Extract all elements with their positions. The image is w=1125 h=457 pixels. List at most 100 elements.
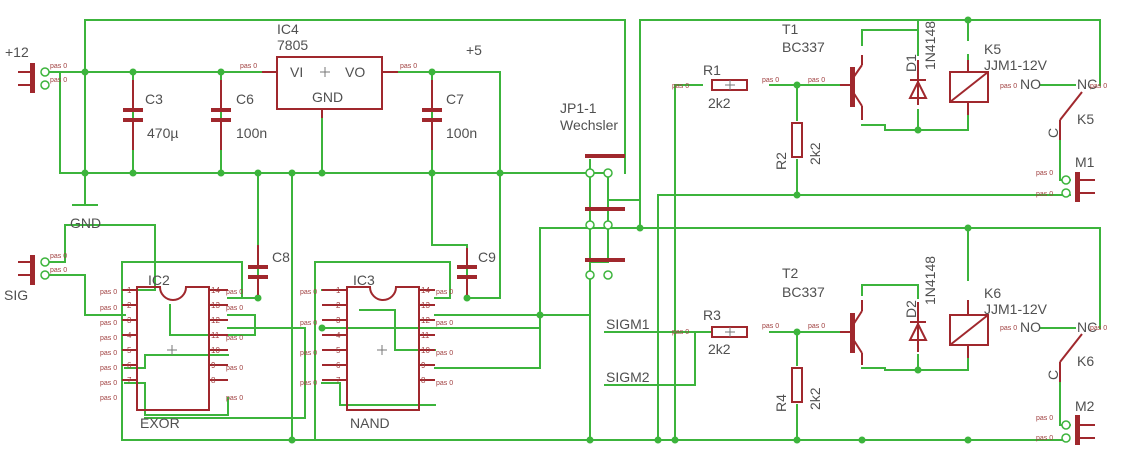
ic3-pin-3: 3 [336, 316, 341, 325]
c6-value: 100n [236, 125, 267, 141]
pad-label: pas 0 [50, 253, 67, 260]
pad-label: pas 0 [1090, 83, 1107, 90]
pad-label: pas 0 [436, 380, 453, 387]
k5-coil-label: K5 [1077, 111, 1094, 127]
sig-connector: SIG [4, 255, 50, 303]
output-m1: M1 [1061, 154, 1095, 202]
resistor-r1: R1 2k2 [703, 62, 748, 111]
regulator-value: 7805 [277, 37, 308, 53]
pad-label: pas 0 [226, 335, 243, 342]
pad-label: pas 0 [300, 289, 317, 296]
d1-name: D1 [903, 54, 919, 72]
ic2-pin-8: 8 [211, 376, 216, 385]
pad-label: pas 0 [762, 77, 779, 84]
diode-d2: D2 1N4148 [903, 256, 938, 352]
k6-name: K6 [984, 285, 1001, 301]
c7-value: 100n [446, 125, 477, 141]
ic2-pin-11: 11 [211, 331, 220, 340]
ic3-pin-2: 2 [336, 301, 341, 310]
ic2-pin-7: 7 [127, 376, 132, 385]
v12-label: +12 [5, 44, 29, 60]
ic3-name: IC3 [353, 272, 375, 288]
ic2-exor: IC2 EXOR 1 2 3 4 5 6 7 14 13 12 11 10 9 … [122, 272, 228, 431]
t1-name: T1 [782, 21, 799, 37]
pad-label: pas 0 [300, 380, 317, 387]
pad-label: pas 0 [100, 335, 117, 342]
ic3-pin-9: 9 [421, 361, 426, 370]
r3-name: R3 [703, 307, 721, 323]
relay-k6: K6 JJM1-12V NO NC C K6 [949, 285, 1097, 382]
ic3-pin-11: 11 [421, 331, 430, 340]
m2-label: M2 [1075, 398, 1095, 414]
regulator-vi: VI [290, 64, 303, 80]
output-m2: M2 [1061, 398, 1095, 445]
c3-value: 470µ [147, 125, 178, 141]
ic3-pin-13: 13 [421, 301, 430, 310]
net-sigm1: SIGM1 [606, 316, 650, 332]
diode-d1: D1 1N4148 [903, 21, 938, 105]
ic3-pin-10: 10 [421, 346, 430, 355]
jumper-jp1: JP1-1 Wechsler [560, 100, 625, 280]
ic3-pin-8: 8 [421, 376, 426, 385]
c6-name: C6 [236, 91, 254, 107]
capacitor-c9: C9 [457, 248, 496, 295]
pad-label: pas 0 [436, 320, 453, 327]
jumper-name: JP1-1 [560, 100, 597, 116]
pad-label: pas 0 [1036, 191, 1053, 198]
ic3-nand: IC3 NAND 1 2 3 4 5 6 7 14 13 12 11 10 9 … [322, 272, 435, 431]
power-connector: +12 +5 GND [5, 42, 482, 231]
pad-label: pas 0 [100, 305, 117, 312]
ic2-name: IC2 [148, 272, 170, 288]
transistor-t2: T2 BC337 [782, 265, 863, 365]
sig-label: SIG [4, 287, 28, 303]
pad-label: pas 0 [1036, 415, 1053, 422]
v5-label: +5 [466, 42, 482, 58]
r4-name: R4 [773, 394, 789, 412]
pad-label: pas 0 [100, 365, 117, 372]
pad-label: pas 0 [436, 289, 453, 296]
gnd-label: GND [70, 215, 101, 231]
ic2-pin-14: 14 [211, 286, 220, 295]
d2-value: 1N4148 [922, 256, 938, 305]
r4-value: 2k2 [807, 387, 823, 410]
t2-value: BC337 [782, 284, 825, 300]
pad-label: pas 0 [50, 63, 67, 70]
k5-c: C [1045, 128, 1061, 138]
pad-label: pas 0 [100, 395, 117, 402]
pad-label: pas 0 [240, 63, 257, 70]
capacitor-c7: C7 100n [422, 80, 477, 150]
ic2-pin-1: 1 [127, 286, 132, 295]
pad-label: pas 0 [808, 323, 825, 330]
ic2-pin-13: 13 [211, 301, 220, 310]
m1-label: M1 [1075, 154, 1095, 170]
ic3-pin-6: 6 [336, 361, 341, 370]
ic2-pin-9: 9 [211, 361, 216, 370]
resistor-r2: R2 2k2 [773, 122, 823, 170]
capacitor-c8: C8 [248, 245, 290, 295]
pad-label: pas 0 [1090, 325, 1107, 332]
r3-value: 2k2 [708, 341, 731, 357]
jumper-value: Wechsler [560, 117, 618, 133]
net-sigm2: SIGM2 [606, 369, 650, 385]
c8-name: C8 [272, 249, 290, 265]
c7-name: C7 [446, 91, 464, 107]
ic3-pin-12: 12 [421, 316, 430, 325]
pad-label: pas 0 [100, 380, 117, 387]
pad-label: pas 0 [1000, 83, 1017, 90]
regulator-ic4: VI VO GND IC4 7805 [262, 21, 398, 118]
k6-no: NO [1020, 319, 1041, 335]
pad-label: pas 0 [762, 323, 779, 330]
wires [44, 19, 1101, 441]
pad-label: pas 0 [226, 305, 243, 312]
c3-name: C3 [145, 91, 163, 107]
ic2-pin-2: 2 [127, 301, 132, 310]
k6-coil-label: K6 [1077, 353, 1094, 369]
ic2-pin-12: 12 [211, 316, 220, 325]
k5-no: NO [1020, 76, 1041, 92]
pad-label: pas 0 [1000, 325, 1017, 332]
ic3-value: NAND [350, 415, 390, 431]
ic2-value: EXOR [140, 415, 180, 431]
t1-value: BC337 [782, 39, 825, 55]
regulator-gnd: GND [312, 89, 343, 105]
